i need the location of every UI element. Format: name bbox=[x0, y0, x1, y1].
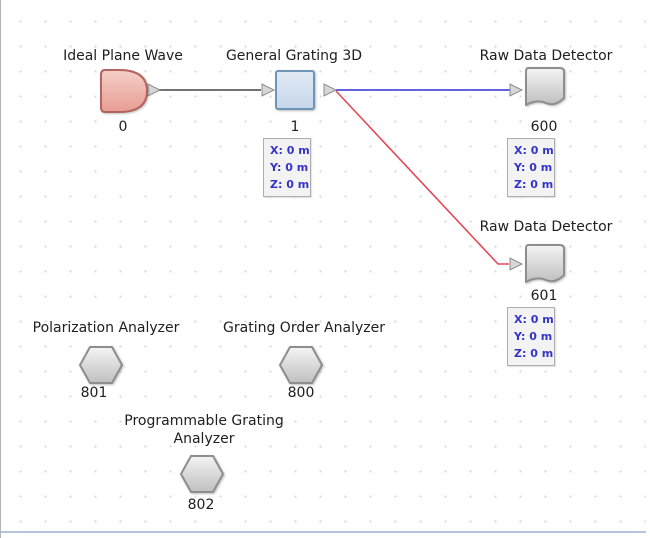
position-y: Y: 0 m bbox=[270, 161, 309, 174]
output-port-grating[interactable] bbox=[323, 83, 338, 97]
node-shape-general-grating-3d[interactable] bbox=[274, 69, 316, 111]
node-shape-programmable-grating-analyzer[interactable] bbox=[179, 453, 225, 495]
canvas-margin-bottom bbox=[1, 533, 650, 538]
position-x: X: 0 m bbox=[270, 144, 310, 157]
node-shape-grating-order-analyzer[interactable] bbox=[278, 344, 324, 386]
position-x: X: 0 m bbox=[514, 313, 554, 326]
node-label-polarization-analyzer: Polarization Analyzer bbox=[32, 320, 180, 336]
position-y: Y: 0 m bbox=[514, 330, 553, 343]
node-index-source: 0 bbox=[118, 119, 128, 135]
node-shape-raw-data-detector-600[interactable] bbox=[521, 65, 567, 111]
output-port-source[interactable] bbox=[147, 83, 162, 97]
canvas-border-bottom bbox=[1, 531, 650, 533]
input-port-grating[interactable] bbox=[261, 83, 276, 97]
label-line-1: Programmable Grating bbox=[124, 413, 284, 429]
node-label-raw-data-detector-600: Raw Data Detector bbox=[479, 48, 613, 64]
node-label-ideal-plane-wave: Ideal Plane Wave bbox=[63, 48, 183, 64]
node-shape-ideal-plane-wave[interactable] bbox=[97, 66, 151, 116]
node-index-detector-601: 601 bbox=[530, 288, 558, 304]
position-x: X: 0 m bbox=[514, 144, 554, 157]
connection-grating-to-detector-601[interactable] bbox=[335, 90, 509, 265]
node-index-grating: 1 bbox=[290, 119, 300, 135]
canvas-margin-right bbox=[646, 0, 650, 538]
position-readout-detector-600: X: 0 m Y: 0 m Z: 0 m bbox=[507, 138, 555, 197]
node-label-general-grating-3d: General Grating 3D bbox=[225, 48, 363, 64]
position-readout-grating: X: 0 m Y: 0 m Z: 0 m bbox=[263, 138, 311, 197]
position-z: Z: 0 m bbox=[514, 347, 554, 360]
position-readout-detector-601: X: 0 m Y: 0 m Z: 0 m bbox=[507, 307, 555, 366]
input-port-detector-601[interactable] bbox=[509, 257, 524, 271]
node-index-analyzer-800: 800 bbox=[287, 385, 315, 401]
node-label-programmable-grating-analyzer: Programmable Grating Analyzer bbox=[104, 412, 304, 448]
node-index-analyzer-802: 802 bbox=[187, 497, 215, 513]
position-y: Y: 0 m bbox=[514, 161, 553, 174]
position-z: Z: 0 m bbox=[270, 178, 310, 191]
node-index-detector-600: 600 bbox=[530, 119, 558, 135]
position-z: Z: 0 m bbox=[514, 178, 554, 191]
label-line-2: Analyzer bbox=[173, 431, 235, 447]
node-label-raw-data-detector-601: Raw Data Detector bbox=[479, 219, 613, 235]
node-shape-raw-data-detector-601[interactable] bbox=[521, 242, 567, 288]
node-shape-polarization-analyzer[interactable] bbox=[78, 344, 124, 386]
node-label-grating-order-analyzer: Grating Order Analyzer bbox=[223, 320, 385, 336]
node-index-analyzer-801: 801 bbox=[80, 385, 108, 401]
input-port-detector-600[interactable] bbox=[509, 83, 524, 97]
